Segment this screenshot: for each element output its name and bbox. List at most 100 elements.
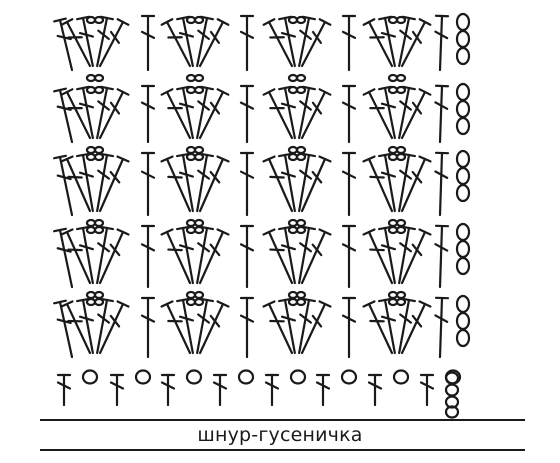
chain-loop — [295, 297, 307, 307]
dc-slash — [178, 315, 194, 322]
dc-slash — [380, 244, 396, 251]
top-rule — [40, 419, 525, 421]
foundation-chain — [392, 369, 410, 385]
dc-top-bar — [378, 297, 392, 303]
chain-loop — [387, 73, 399, 83]
chain-loop — [295, 85, 307, 95]
dc-slash — [311, 170, 323, 184]
dc-slash — [78, 244, 94, 251]
dc-stem — [283, 86, 296, 140]
dc-slash — [78, 31, 95, 38]
dc-slash — [280, 102, 297, 109]
dc-stem — [298, 226, 311, 285]
dc-stem — [398, 16, 411, 68]
dc-top-bar — [60, 300, 74, 308]
dc-slash — [411, 170, 423, 184]
chain-loop — [287, 218, 299, 228]
dc-top-bar — [378, 15, 392, 21]
chain-loop — [85, 15, 97, 25]
dc-slash — [399, 169, 413, 180]
chain-loop — [193, 15, 205, 25]
chain-loop — [93, 15, 105, 25]
dc-stem — [400, 20, 427, 68]
turning-chain — [455, 311, 471, 331]
dc-slash — [239, 314, 255, 323]
dc-slash — [264, 381, 280, 390]
dc-stem — [283, 153, 296, 213]
dc-slash — [197, 169, 211, 180]
dc-slash — [399, 29, 412, 41]
dc-slash — [299, 100, 312, 111]
dc-stem — [400, 157, 427, 213]
dc-stem — [438, 14, 444, 72]
chain-loop — [193, 145, 205, 155]
dc-stem — [298, 298, 311, 355]
dc-top-bar — [160, 300, 174, 308]
chain-loop — [387, 297, 399, 307]
dc-stem — [300, 90, 327, 140]
turning-chain — [455, 46, 471, 66]
dc-stem — [298, 153, 311, 213]
chain-loop — [185, 15, 197, 25]
chain-loop — [395, 290, 407, 300]
dc-top-bar — [377, 225, 393, 231]
turning-chain — [455, 239, 471, 259]
dc-top-bar — [262, 155, 276, 163]
dc-slash — [56, 318, 72, 325]
dc-slash — [369, 248, 385, 252]
dc-slash — [97, 242, 111, 253]
dc-slash — [56, 34, 72, 41]
dc-stem — [438, 296, 444, 359]
dc-slash — [369, 175, 385, 179]
dc-top-bar — [175, 152, 191, 158]
dc-stem — [367, 90, 394, 140]
dc-slash — [311, 101, 323, 115]
chain-loop — [395, 152, 407, 162]
dc-stem — [58, 18, 74, 72]
dc-stem — [96, 226, 109, 285]
dc-top-bar — [75, 152, 91, 158]
dc-slash — [78, 315, 94, 322]
dc-top-bar — [301, 152, 317, 158]
dc-top-bar — [176, 85, 190, 91]
dc-slash — [160, 381, 176, 390]
dc-slash — [434, 243, 449, 252]
foundation-chain — [289, 369, 307, 385]
dc-stem — [96, 16, 109, 68]
dc-slash — [341, 314, 357, 323]
chain-loop — [185, 145, 197, 155]
dc-top-bar — [216, 88, 230, 96]
dc-stem — [58, 228, 74, 289]
dc-top-bar — [318, 300, 332, 308]
dc-stem — [198, 230, 225, 285]
dc-top-bar — [176, 297, 190, 303]
dc-top-bar — [160, 155, 174, 163]
dc-stem — [165, 302, 192, 355]
chain-loop — [93, 73, 105, 83]
dc-top-bar — [401, 152, 417, 158]
dc-top-bar — [318, 155, 332, 163]
dc-slash — [341, 243, 357, 252]
dc-slash — [97, 100, 110, 111]
dc-stem — [267, 90, 294, 140]
dc-stem — [165, 230, 192, 285]
dc-slash — [341, 170, 357, 179]
dc-top-bar — [100, 297, 114, 303]
chain-loop — [387, 218, 399, 228]
dc-top-bar — [318, 88, 332, 96]
dc-stem — [165, 90, 192, 140]
dc-stem — [65, 90, 92, 140]
dc-slash — [419, 381, 435, 390]
dc-slash — [197, 100, 210, 111]
dc-top-bar — [418, 228, 432, 236]
dc-slash — [299, 29, 312, 41]
dc-slash — [280, 171, 296, 178]
dc-slash — [197, 242, 211, 253]
dc-slash — [109, 314, 121, 328]
dc-top-bar — [278, 85, 292, 91]
dc-top-bar — [377, 152, 393, 158]
dc-stem — [398, 153, 411, 213]
dc-top-bar — [60, 155, 74, 163]
dc-slash — [140, 101, 156, 110]
foundation-chain — [81, 369, 99, 385]
